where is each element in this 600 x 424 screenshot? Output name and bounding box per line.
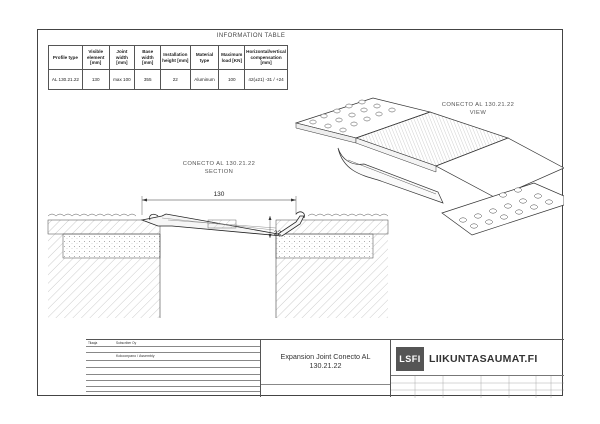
header-compensation: Horizontal/vertical compensation [mm] (244, 45, 288, 70)
title-block-subgrid (261, 384, 390, 398)
section-label-line2: SECTION (205, 169, 234, 175)
section-view: 130 22 (47, 191, 389, 318)
title-block-row2: Kokoonpano / Assembly (116, 354, 155, 358)
dimension-height: 22 (274, 230, 282, 237)
dimension-width: 130 (214, 191, 225, 198)
cell-profile-type: AL 130.21.22 (48, 69, 83, 90)
header-maximum-load: Maximum load [KN] (218, 45, 246, 70)
cell-material-type: Aluminum (189, 69, 220, 90)
left-slab (47, 219, 161, 235)
title-block-row1: Subscriber Oy (116, 341, 137, 345)
technical-drawing: CONECTO AL 130.21.22 VIEW CONECTO AL 130… (47, 97, 564, 318)
info-table-title: INFORMATION TABLE (216, 33, 286, 39)
drawing-title-line1: Expansion Joint Conecto AL (280, 352, 371, 361)
view-label-line2: VIEW (470, 110, 487, 116)
logo-mark: LSFI (396, 347, 424, 371)
cell-base-width: 355 (134, 69, 162, 90)
info-table: Profile type Visible element [mm] Joint … (48, 45, 288, 90)
drawing-title-line2: 130.21.22 (309, 361, 342, 371)
info-table-row: AL 130.21.22 130 max 100 355 22 Aluminum… (48, 69, 288, 90)
view-label-line1: CONECTO AL 130.21.22 (442, 102, 514, 108)
cell-installation-height: 22 (160, 69, 191, 90)
cell-compensation: 42(±21) -31 / +24 (244, 69, 288, 90)
iso-left-holes (309, 99, 396, 133)
iso-right-plate (435, 137, 564, 199)
iso-hinge (337, 147, 444, 204)
company-logo-block: LSFI LIIKUNTASAUMAT.FI (391, 339, 564, 375)
title-block-center: Expansion Joint Conecto AL 130.21.22 (261, 339, 391, 397)
section-label-line1: CONECTO AL 130.21.22 (183, 161, 255, 167)
brand-name: LIIKUNTASAUMAT.FI (429, 353, 538, 365)
header-material-type: Material type (189, 45, 220, 70)
revision-grid-lines (391, 376, 564, 398)
drawing-sheet: INFORMATION TABLE Profile type Visible e… (37, 29, 564, 398)
iso-right-holes (459, 187, 553, 229)
revision-grid (391, 375, 564, 398)
iso-view (294, 97, 564, 236)
